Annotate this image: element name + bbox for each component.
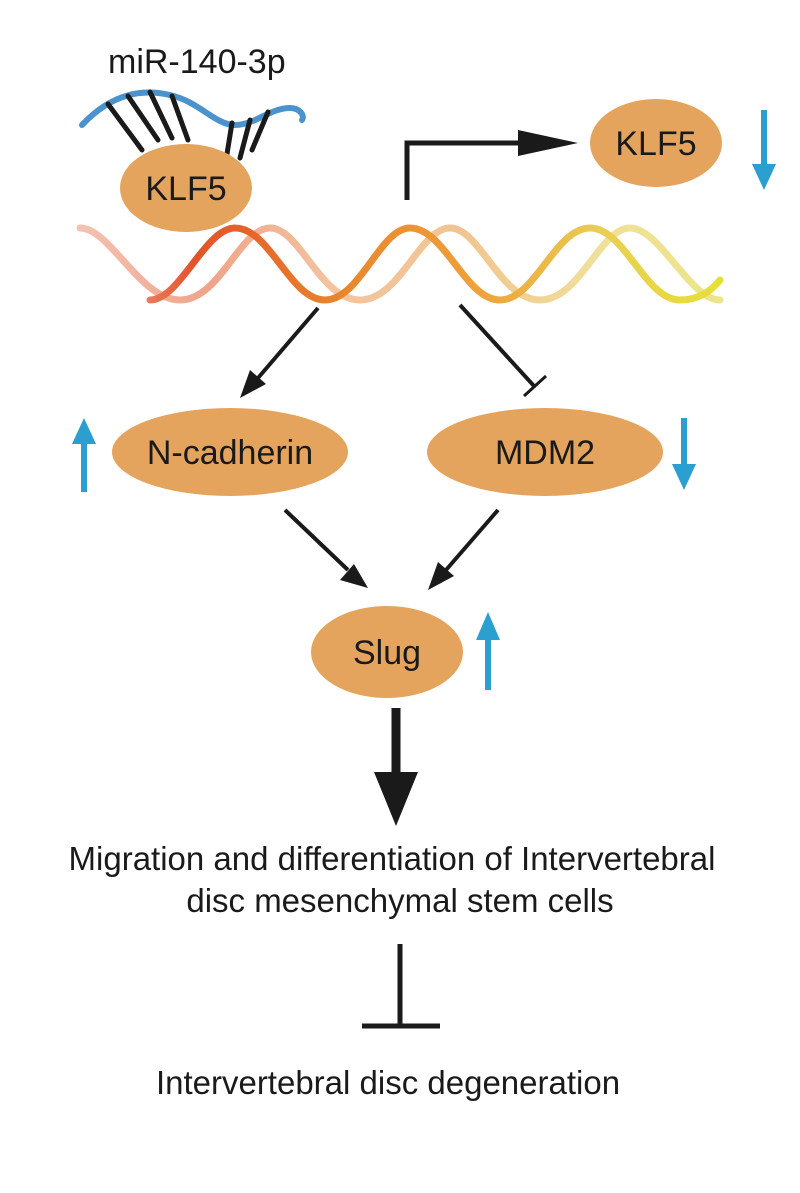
ncadherin-node: N-cadherin <box>112 408 348 496</box>
activation-arrow-slug-migration <box>374 708 418 826</box>
ncadherin-label: N-cadherin <box>147 434 313 472</box>
down-arrow-icon <box>752 110 776 190</box>
ncadherin-ellipse <box>112 408 348 496</box>
inhibition-bar-icon <box>362 944 440 1029</box>
mirna-strand <box>79 89 306 129</box>
dna-helix <box>76 224 724 304</box>
slug-node: Slug <box>311 606 463 698</box>
binding-ticks <box>105 89 271 163</box>
klf5-bound-label: KLF5 <box>145 170 226 208</box>
activation-arrow-ncadherin <box>240 306 320 398</box>
transcription-start-arrow-icon <box>404 130 578 200</box>
dna-strand-front <box>146 224 724 304</box>
klf5-bound-node: KLF5 <box>120 144 252 232</box>
mdm2-node: MDM2 <box>427 408 663 496</box>
klf5-bound-ellipse <box>120 144 252 232</box>
migration-text-line2: disc mesenchymal stem cells <box>186 882 613 919</box>
down-arrow-icon <box>672 418 696 490</box>
mirna-label: miR-140-3p <box>108 43 286 81</box>
up-arrow-icon <box>476 612 500 690</box>
klf5-product-ellipse <box>590 99 722 187</box>
up-arrow-icon <box>72 418 96 492</box>
mdm2-ellipse <box>427 408 663 496</box>
degeneration-text: Intervertebral disc degeneration <box>156 1064 620 1101</box>
migration-text-line1: Migration and differentiation of Interve… <box>69 840 716 877</box>
mdm2-label: MDM2 <box>495 434 595 472</box>
activation-arrow-ncadherin-slug <box>283 508 368 588</box>
slug-ellipse <box>311 606 463 698</box>
slug-label: Slug <box>353 634 421 672</box>
inhibition-bar-icon <box>458 303 548 398</box>
klf5-product-node: KLF5 <box>590 99 722 187</box>
mirna-binding <box>79 89 306 163</box>
dna-strand-back <box>76 224 724 304</box>
klf5-product-label: KLF5 <box>615 125 696 163</box>
activation-arrow-mdm2-slug <box>428 508 500 590</box>
